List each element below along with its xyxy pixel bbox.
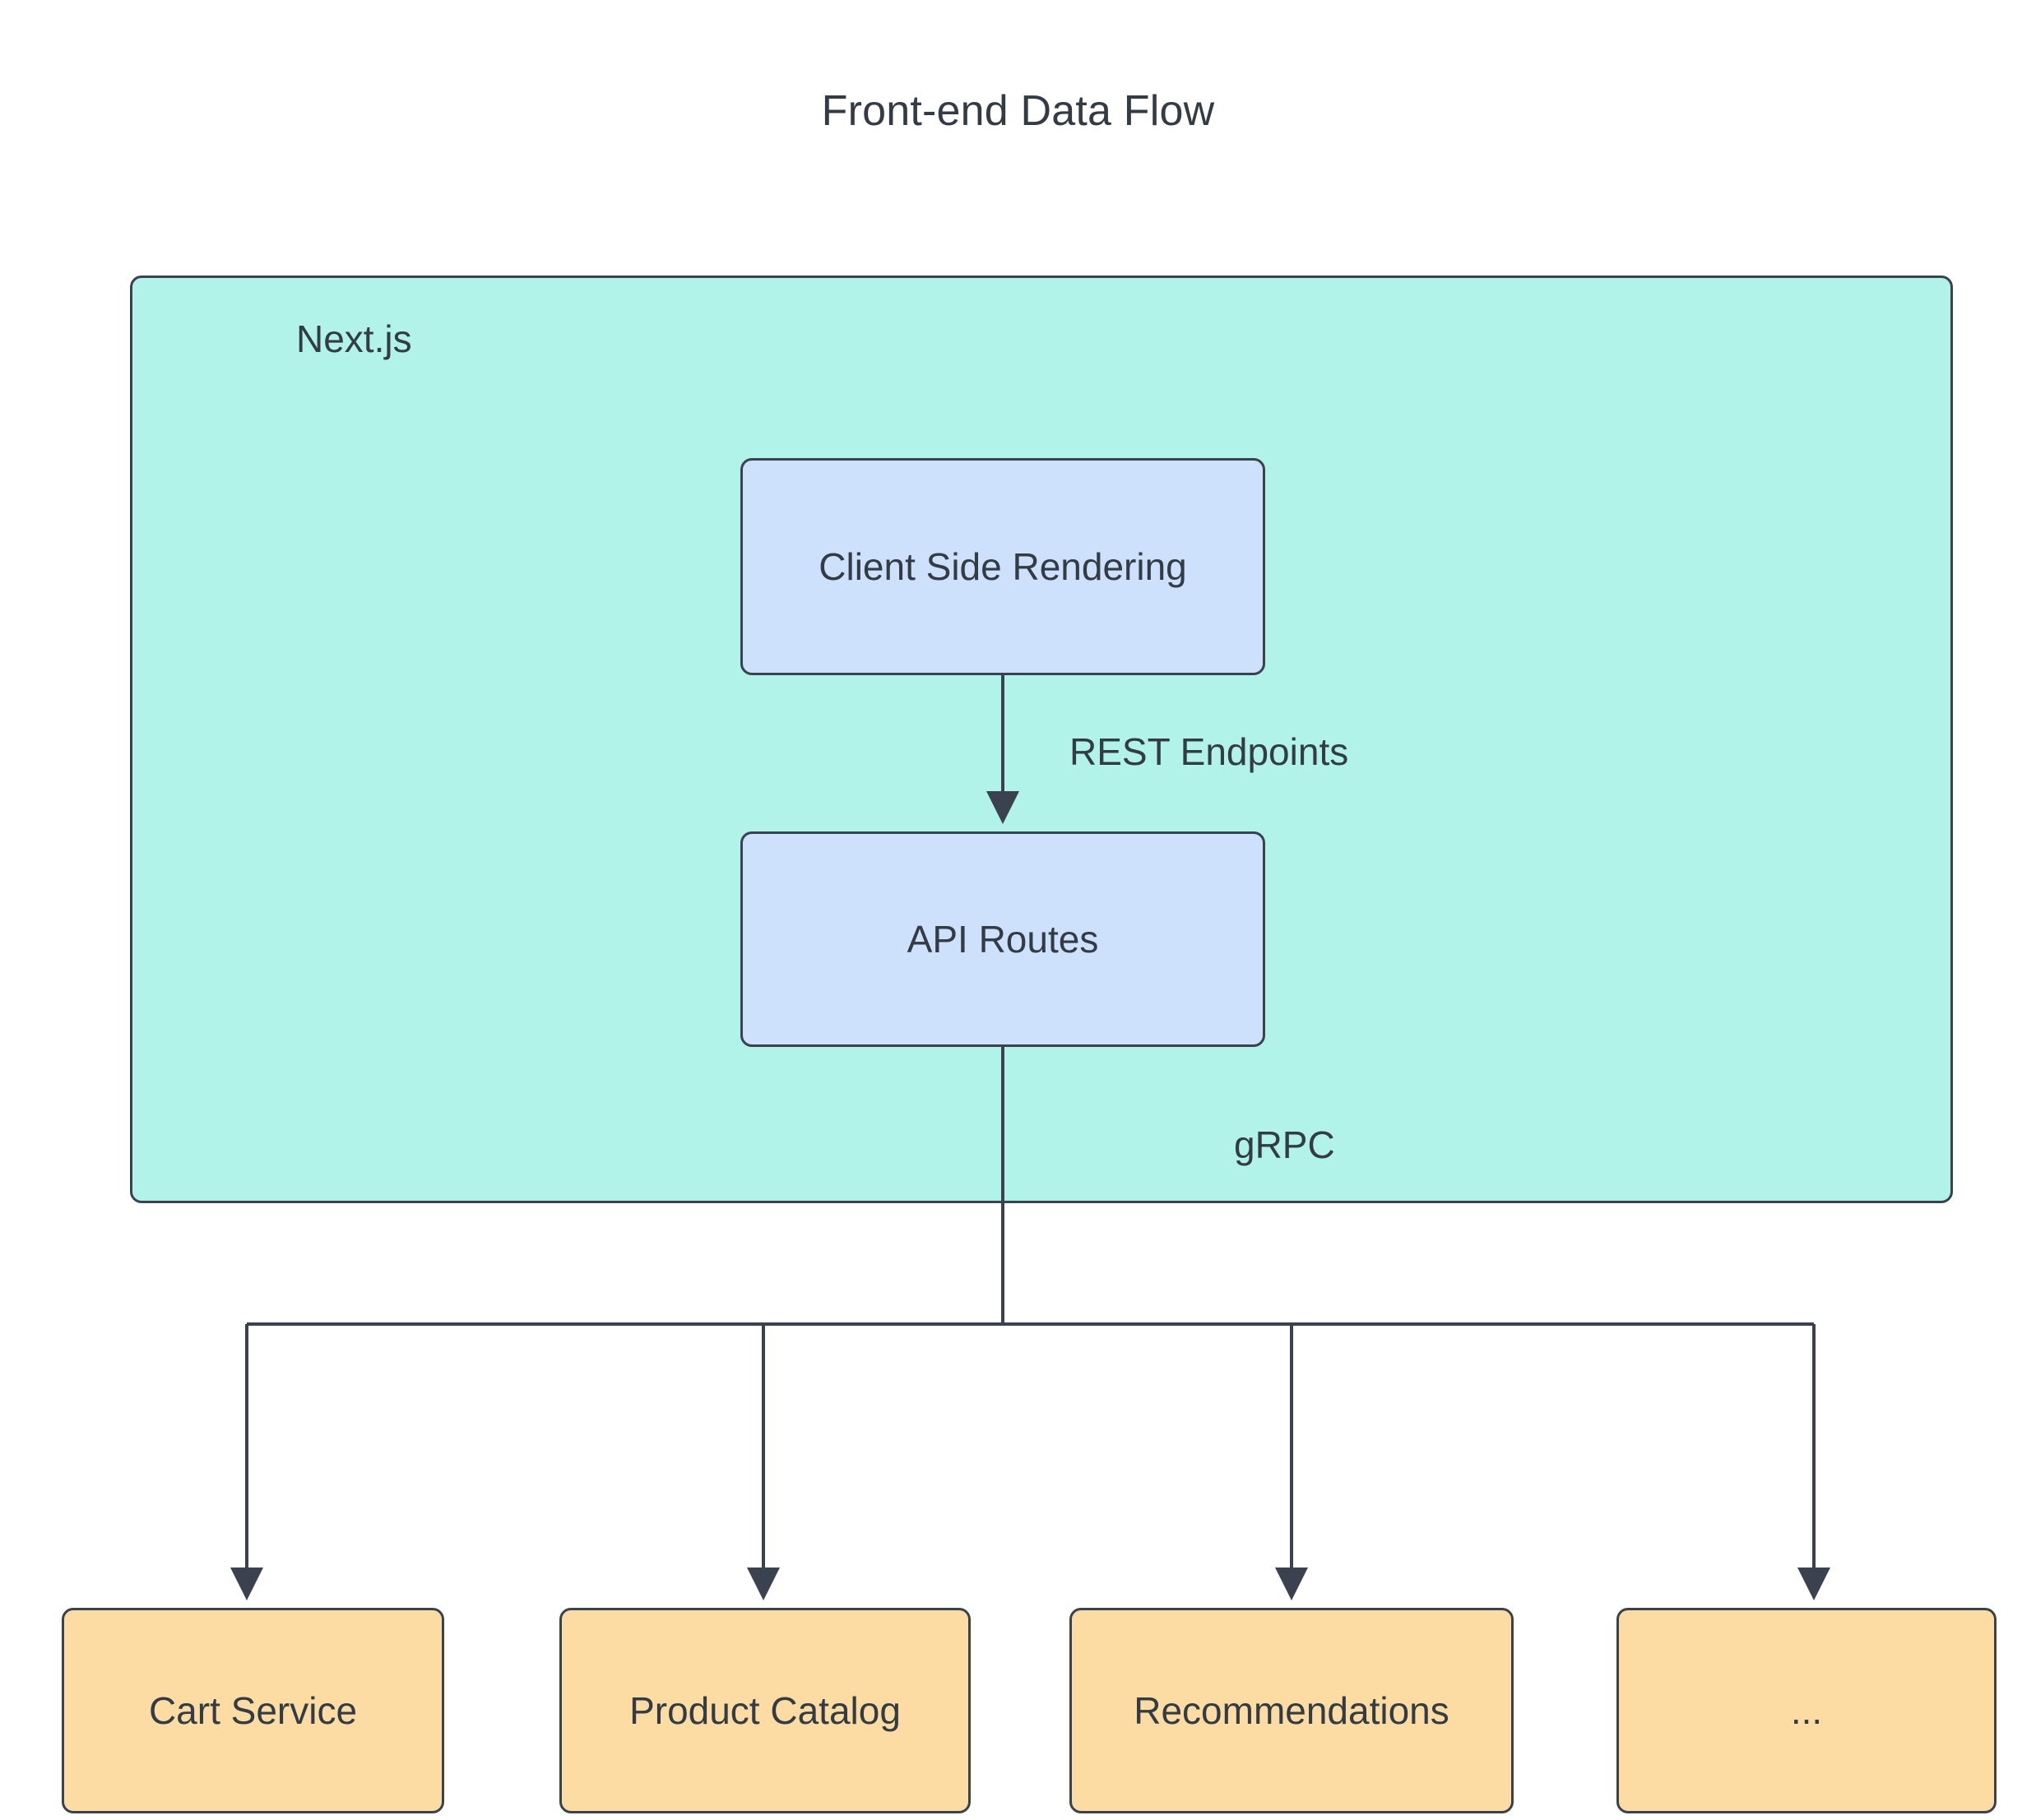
node-client-side-rendering[interactable]: Client Side Rendering: [740, 458, 1265, 675]
node-recommendations[interactable]: Recommendations: [1069, 1608, 1514, 1813]
node-product-catalog-label: Product Catalog: [629, 1689, 901, 1732]
node-cart-service[interactable]: Cart Service: [62, 1608, 444, 1813]
node-cart-service-label: Cart Service: [148, 1689, 358, 1732]
page-title: Front-end Data Flow: [821, 87, 1215, 135]
node-recommendations-label: Recommendations: [1134, 1689, 1449, 1732]
node-more-services[interactable]: ...: [1616, 1608, 1997, 1813]
edge-label-grpc: gRPC: [1234, 1123, 1335, 1166]
node-product-catalog[interactable]: Product Catalog: [559, 1608, 971, 1813]
node-client-side-rendering-label: Client Side Rendering: [819, 545, 1187, 588]
node-more-services-label: ...: [1790, 1689, 1823, 1732]
edge-label-rest-endpoints: REST Endpoints: [1069, 730, 1349, 773]
subgraph-nextjs: [130, 276, 1953, 1203]
subgraph-nextjs-label: Next.js: [296, 317, 412, 360]
node-api-routes[interactable]: API Routes: [740, 831, 1265, 1047]
node-api-routes-label: API Routes: [907, 918, 1099, 961]
